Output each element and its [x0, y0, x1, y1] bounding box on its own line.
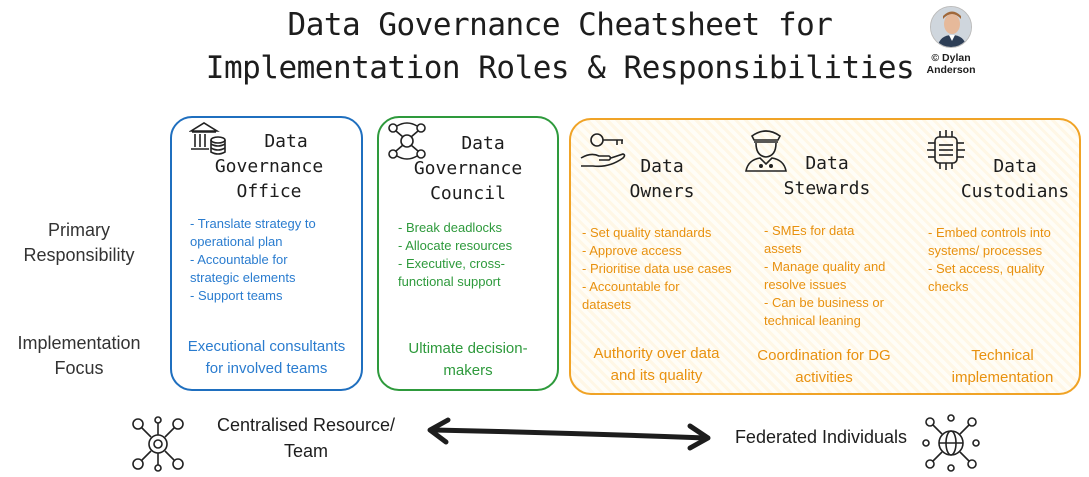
page-title: Data Governance Cheatsheet for Implement… — [170, 4, 950, 90]
list-item: - Accountable for — [190, 252, 288, 267]
owners-responsibilities: - Set quality standards - Approve access… — [582, 224, 762, 314]
role-title-data-governance-council: Data Governance Council — [413, 133, 523, 204]
stewards-implementation-focus: Coordination for DG activities — [757, 347, 891, 386]
row-label-implementation-focus: Implementation Focus — [17, 333, 141, 378]
list-item: - Can be business or — [764, 295, 884, 310]
list-item: - Approve access — [582, 243, 682, 258]
list-item: strategic elements — [190, 270, 296, 285]
custodians-responsibilities: - Embed controls into systems/ processes… — [928, 224, 1078, 296]
list-item: functional support — [398, 274, 501, 289]
list-item: - Manage quality and — [764, 259, 886, 274]
list-item: - Embed controls into — [928, 225, 1051, 240]
list-item: - Support teams — [190, 288, 283, 303]
federated-roles-box — [569, 118, 1081, 395]
list-item: operational plan — [190, 234, 283, 249]
list-item: checks — [928, 279, 969, 294]
title-line-1: Data Governance Cheatsheet for — [287, 7, 833, 43]
spectrum-double-arrow — [427, 417, 711, 451]
hand-key-icon — [579, 128, 631, 175]
list-item: - Set access, quality — [928, 261, 1045, 276]
author-credit: © Dylan Anderson — [918, 6, 984, 76]
list-item: - Prioritise data use cases — [582, 261, 732, 276]
stewards-responsibilities: - SMEs for data assets - Manage quality … — [764, 222, 924, 330]
list-item: - Translate strategy to — [190, 216, 316, 231]
office-implementation-focus: Executional consultants for involved tea… — [187, 338, 346, 377]
list-item: - Accountable for — [582, 279, 680, 294]
list-item: - SMEs for data — [764, 223, 855, 238]
linked-network-icon — [385, 120, 429, 167]
row-label-primary-responsibility: Primary Responsibility — [23, 220, 135, 265]
government-building-database-icon — [188, 121, 227, 162]
office-responsibilities: - Translate strategy to operational plan… — [190, 215, 360, 305]
data-governance-office-box — [170, 116, 363, 391]
council-implementation-focus: Ultimate decision- makers — [408, 340, 528, 379]
circuit-database-icon — [924, 128, 968, 177]
council-responsibilities: - Break deadlocks - Allocate resources -… — [398, 219, 556, 291]
list-item: - Break deadlocks — [398, 220, 503, 235]
data-governance-council-box — [377, 116, 559, 391]
role-title-data-custodians: Data Custodians — [960, 156, 1070, 202]
list-item: technical leaning — [764, 313, 861, 328]
custodians-implementation-focus: Technical implementation — [951, 347, 1054, 386]
role-title-data-governance-office: Data Governance Office — [214, 131, 324, 202]
federated-individuals-label: Federated Individuals — [734, 427, 908, 447]
steward-person-icon — [744, 126, 788, 177]
role-title-data-owners: Data Owners — [629, 156, 695, 202]
list-item: datasets — [582, 297, 632, 312]
list-item: - Set quality standards — [582, 225, 712, 240]
centralised-network-icon — [128, 414, 188, 477]
title-line-2: Implementation Roles & Responsibilities — [205, 50, 915, 86]
federated-globe-icon — [922, 414, 980, 477]
list-item: - Executive, cross- — [398, 256, 505, 271]
owners-implementation-focus: Authority over data and its quality — [593, 345, 720, 384]
list-item: assets — [764, 241, 802, 256]
avatar — [930, 6, 972, 48]
list-item: resolve issues — [764, 277, 847, 292]
centralised-resource-label: Centralised Resource/ Team — [216, 415, 396, 461]
role-title-data-stewards: Data Stewards — [783, 153, 871, 199]
list-item: - Allocate resources — [398, 238, 513, 253]
author-name: © Dylan Anderson — [926, 52, 976, 76]
list-item: systems/ processes — [928, 243, 1043, 258]
